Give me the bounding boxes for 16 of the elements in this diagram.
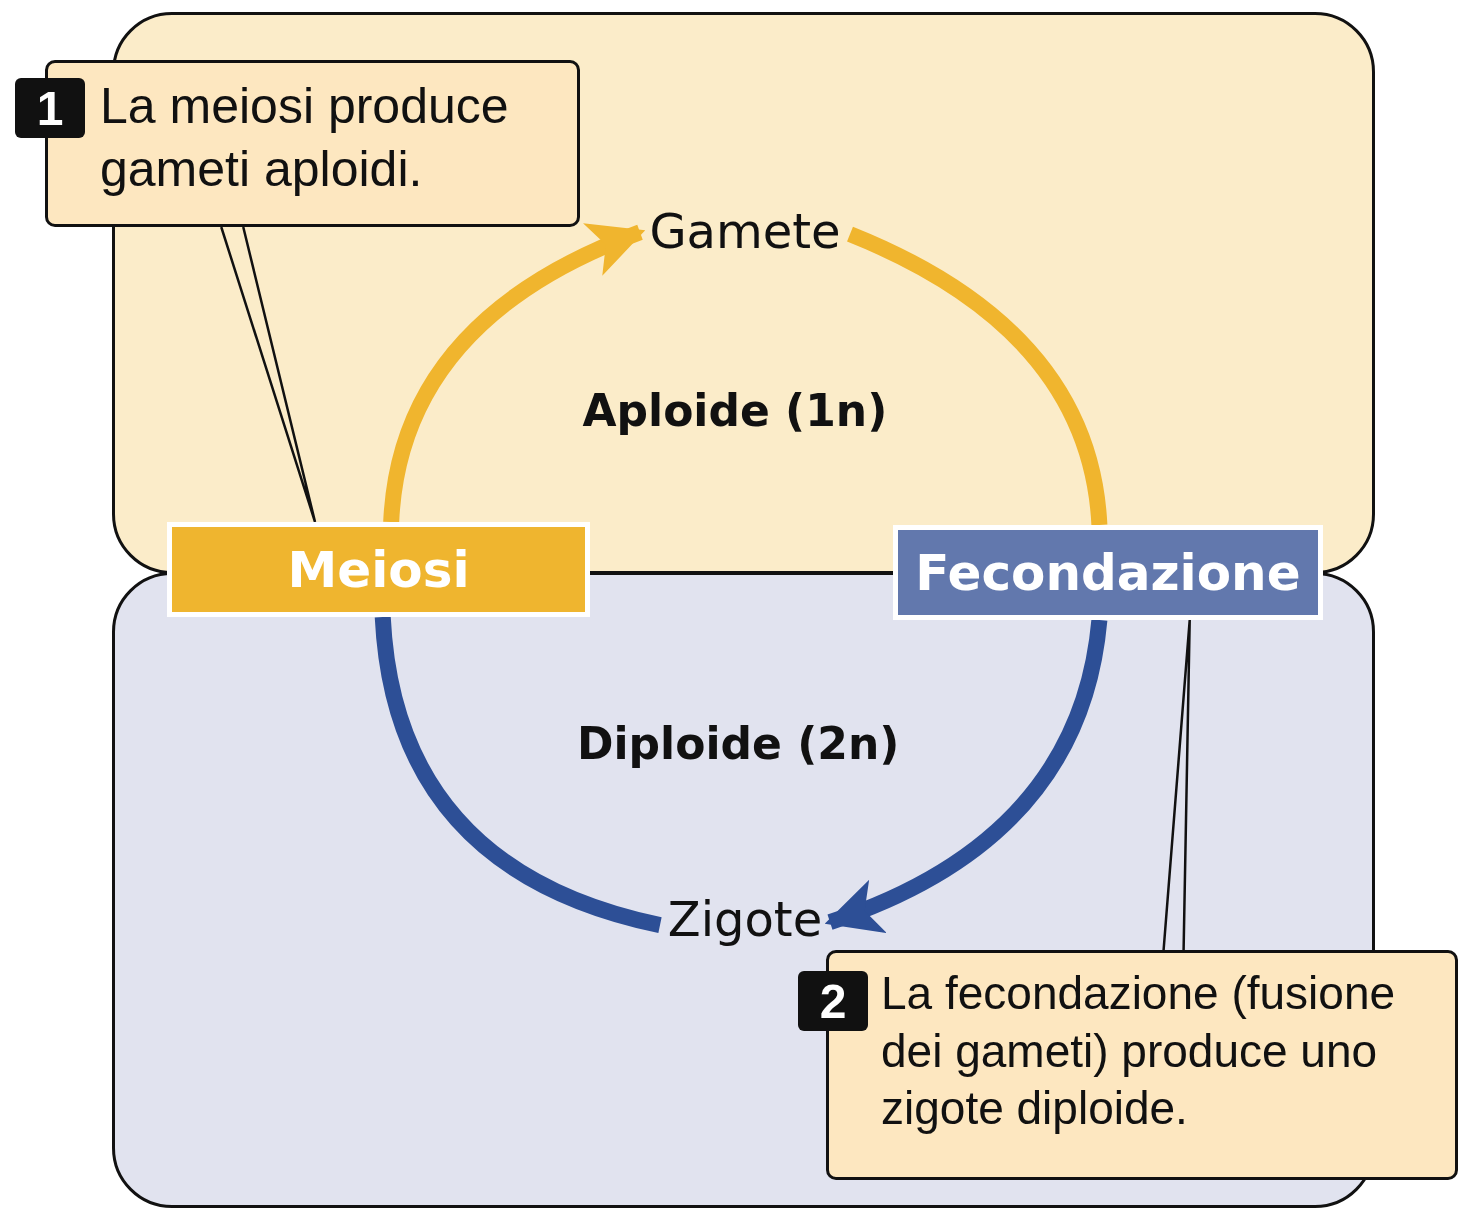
stage-label: Zigote xyxy=(660,888,830,950)
arc-line xyxy=(846,226,1108,526)
ploidy-label: Aploide (1n) xyxy=(582,384,888,436)
curved-arrow xyxy=(383,224,646,523)
callout-text: La fecondazione (fusione dei gameti) produce uno zigote diploide. xyxy=(881,966,1397,1136)
ploidy-label: Diploide (2n) xyxy=(577,717,900,769)
stage-label: Gamete xyxy=(640,200,850,262)
leader-line xyxy=(1162,618,1191,952)
arc-line xyxy=(374,616,662,933)
callout-text: La meiosi produce gameti aploidi. xyxy=(100,77,510,199)
leader-line xyxy=(220,225,317,524)
callout-number: 1 xyxy=(15,78,85,138)
callout-number: 2 xyxy=(798,971,868,1031)
curved-arrow xyxy=(824,618,1108,932)
process-box: Meiosi xyxy=(167,522,590,617)
process-box: Fecondazione xyxy=(893,525,1323,620)
